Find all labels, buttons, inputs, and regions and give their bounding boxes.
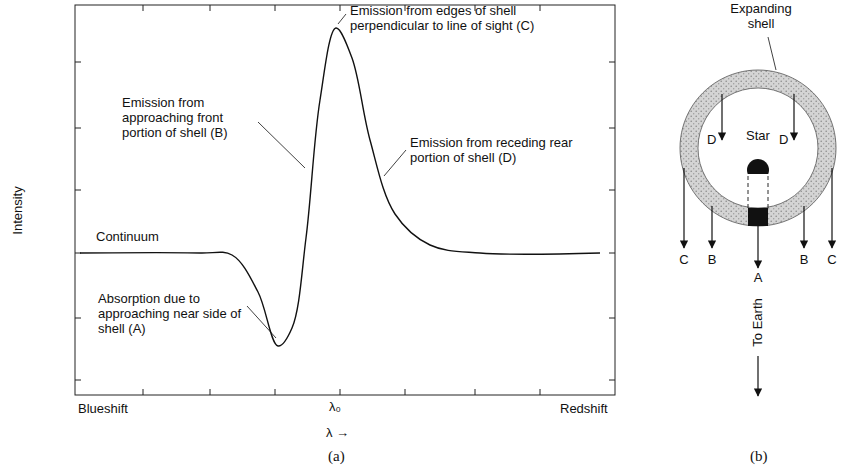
callout-letter: A xyxy=(754,271,763,286)
direction-label: To Earth xyxy=(751,298,766,346)
axis-title: Intensity xyxy=(11,186,26,234)
star-dot xyxy=(738,144,778,174)
axis-ticks xyxy=(75,5,615,395)
callout-letter: B xyxy=(800,253,809,268)
panel-label: (b) xyxy=(750,448,768,465)
annotation: Emission from approaching front portion … xyxy=(122,96,256,141)
spectrum-curve xyxy=(80,28,600,346)
curve-label: Continuum xyxy=(96,230,159,245)
annotation: Absorption due to approaching near side … xyxy=(98,292,244,337)
axis-label: Redshift xyxy=(560,402,608,417)
callout-letter: D xyxy=(707,133,716,148)
axis-title: λ → xyxy=(326,426,349,441)
axis-label: λ₀ xyxy=(329,400,341,415)
callout-letter: C xyxy=(827,253,836,268)
annotation: Emission from receding rear portion of s… xyxy=(410,136,580,166)
callout-label: Expanding shell xyxy=(722,2,800,32)
axis-label: Blueshift xyxy=(78,402,128,417)
absorbing-region xyxy=(748,208,768,226)
node-label: Star xyxy=(738,128,778,144)
plot-frame xyxy=(75,5,615,395)
star: Star xyxy=(738,128,778,174)
callout-letter: C xyxy=(679,253,688,268)
sight-lines xyxy=(748,176,768,208)
callout-letter: D xyxy=(779,133,788,148)
panel-label: (a) xyxy=(328,448,345,465)
annotation: Emission from edges of shell perpendicul… xyxy=(350,4,590,34)
velocity-arrows xyxy=(684,94,832,396)
expanding-shell xyxy=(680,70,836,226)
callout-letter: B xyxy=(708,253,717,268)
